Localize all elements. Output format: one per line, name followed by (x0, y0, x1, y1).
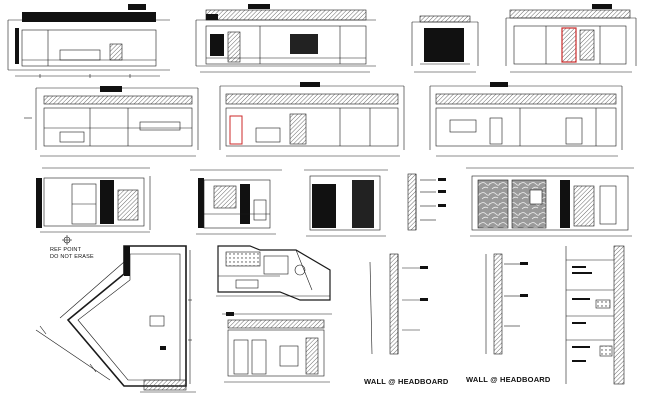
elevation-r2-1 (24, 86, 199, 157)
plan-detail-bathroom (216, 245, 331, 301)
detail-r3-4 (407, 173, 446, 231)
elevation-r2-2 (219, 82, 405, 157)
elevation-r3-5 (466, 167, 634, 237)
elevation-r1-2 (195, 4, 376, 73)
caption-wall-headboard-right: WALL @ HEADBOARD (466, 375, 551, 384)
elevation-r1-1 (7, 4, 170, 78)
caption-wall-headboard-left: WALL @ HEADBOARD (364, 377, 449, 386)
ref-point-marker (62, 235, 72, 245)
section-wall-1 (369, 253, 428, 355)
elevation-r1-3 (411, 15, 479, 73)
do-not-erase-label: DO NOT ERASE (50, 254, 94, 260)
section-detail-3 (565, 245, 625, 385)
elevation-r3-1 (36, 167, 151, 233)
elevation-r2-3 (429, 82, 623, 157)
elevation-r1-4 (505, 4, 637, 73)
section-wall-2 (485, 253, 528, 355)
elevation-r4-bottom (222, 312, 332, 383)
floor-plan-angled (35, 245, 196, 393)
elevation-r3-2 (190, 169, 282, 235)
ref-point-label: REF POINT (50, 247, 82, 253)
elevation-r3-3 (304, 169, 388, 237)
